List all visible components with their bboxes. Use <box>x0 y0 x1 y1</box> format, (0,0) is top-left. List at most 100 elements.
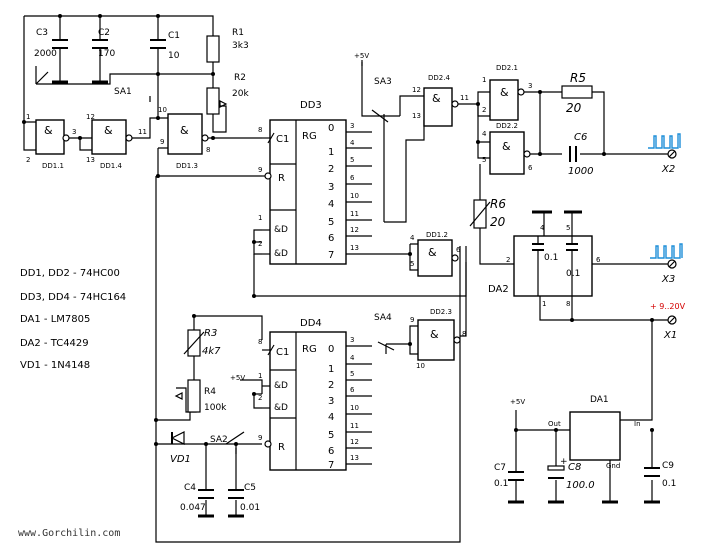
svg-text:&: & <box>502 140 511 153</box>
svg-text:7: 7 <box>328 250 334 261</box>
svg-text:9: 9 <box>410 316 414 324</box>
svg-text:11: 11 <box>350 422 359 430</box>
svg-text:9: 9 <box>258 434 262 442</box>
svg-text:2: 2 <box>258 240 262 248</box>
svg-text:R4: R4 <box>204 387 216 397</box>
svg-text:+5V: +5V <box>230 374 245 382</box>
svg-text:+5V: +5V <box>354 52 369 60</box>
dd4-register: DD4 RG C1 &D &D R 8 1 2 9 0 1 2 3 4 5 6 … <box>258 318 359 471</box>
svg-text:C4: C4 <box>184 483 196 493</box>
legend-line: DA2 - TC4429 <box>20 338 89 349</box>
watermark: www.Gorchilin.com <box>18 528 120 539</box>
svg-text:1: 1 <box>26 113 30 121</box>
svg-text:0.1: 0.1 <box>544 253 558 263</box>
svg-text:DA2: DA2 <box>488 284 509 295</box>
svg-text:7: 7 <box>328 460 334 471</box>
dd1-3: & 10 9 8 DD1.3 <box>158 106 210 170</box>
svg-text:DD1.1: DD1.1 <box>42 162 64 170</box>
svg-text:2: 2 <box>26 156 30 164</box>
svg-text:C8: C8 <box>568 462 581 473</box>
svg-text:6: 6 <box>596 256 601 264</box>
svg-text:5: 5 <box>410 260 414 268</box>
connector-x1: + 9..20V X1 <box>650 302 686 341</box>
svg-text:RG: RG <box>302 131 317 142</box>
svg-text:DD2.3: DD2.3 <box>430 308 452 316</box>
svg-text:SA1: SA1 <box>114 87 132 97</box>
svg-text:10: 10 <box>416 362 425 370</box>
svg-text:2000: 2000 <box>34 49 57 59</box>
dd3-output-pins: 3 4 5 6 10 11 12 13 <box>350 122 359 252</box>
svg-text:R6: R6 <box>490 197 506 211</box>
svg-text:3: 3 <box>328 182 334 193</box>
svg-text:R1: R1 <box>232 28 244 38</box>
svg-text:C3: C3 <box>36 28 48 38</box>
svg-text:2: 2 <box>506 256 510 264</box>
svg-text:8: 8 <box>258 126 262 134</box>
cap-c7: C7 0.1 <box>494 463 524 489</box>
dd4-output-digits: 0 1 2 3 4 5 6 7 <box>328 344 334 471</box>
svg-text:DD2.2: DD2.2 <box>496 122 518 130</box>
svg-text:6: 6 <box>328 233 334 244</box>
svg-text:4: 4 <box>410 234 415 242</box>
svg-text:R2: R2 <box>234 73 246 83</box>
svg-text:C1: C1 <box>276 347 289 358</box>
svg-text:4k7: 4k7 <box>202 346 221 357</box>
da2-driver: 4 5 2 6 1 8 0.1 0.1 DA2 <box>488 210 601 308</box>
svg-text:4: 4 <box>328 199 334 210</box>
svg-text:100.0: 100.0 <box>566 480 595 491</box>
switch-sa2: SA2 <box>210 431 245 454</box>
svg-text:DD2.4: DD2.4 <box>428 74 450 82</box>
svg-text:&: & <box>428 246 437 259</box>
svg-text:2: 2 <box>328 164 334 175</box>
junctions <box>22 14 654 446</box>
dd3-output-digits: 0 1 2 3 4 5 6 7 <box>328 123 334 261</box>
svg-text:1: 1 <box>482 76 486 84</box>
svg-text:11: 11 <box>350 210 359 218</box>
svg-text:0.1: 0.1 <box>662 479 676 489</box>
svg-text:R3: R3 <box>204 328 217 339</box>
svg-text:C2: C2 <box>98 28 110 38</box>
res-r3: R3 4k7 <box>183 328 221 357</box>
svg-text:C5: C5 <box>244 483 256 493</box>
svg-text:R: R <box>278 442 285 453</box>
svg-text:0.1: 0.1 <box>566 269 580 279</box>
dd3-register: DD3 RG C1 R &D &D 8 9 1 2 0 1 2 3 4 5 6 … <box>258 100 359 265</box>
dd1-4: & 12 13 11 DD1.4 <box>86 113 147 170</box>
cap-c9: C9 0.1 <box>644 461 676 489</box>
svg-text:8: 8 <box>258 338 262 346</box>
svg-text:1: 1 <box>258 372 262 380</box>
dd1-2: & DD1.2 4 5 6 <box>410 231 461 277</box>
svg-text:DD2.1: DD2.1 <box>496 64 518 72</box>
svg-text:100k: 100k <box>204 403 227 413</box>
res-r4: R4 100k <box>174 379 227 413</box>
switches: SA1 SA2 SA3 SA4 <box>35 71 395 454</box>
svg-text:3k3: 3k3 <box>232 41 249 51</box>
svg-text:&: & <box>104 124 113 137</box>
svg-text:1: 1 <box>258 214 262 222</box>
svg-text:12: 12 <box>350 438 359 446</box>
dd4-output-pins: 3 4 5 6 10 11 12 13 <box>350 336 359 462</box>
svg-text:13: 13 <box>350 244 359 252</box>
svg-text:10: 10 <box>350 404 359 412</box>
svg-text:1: 1 <box>328 364 334 375</box>
svg-text:0.01: 0.01 <box>240 503 260 513</box>
svg-text:DA1: DA1 <box>590 395 609 405</box>
svg-text:8: 8 <box>462 330 466 338</box>
da1-regulator: DA1 Out In Gnd <box>548 395 641 470</box>
svg-text:Out: Out <box>548 420 561 428</box>
svg-text:0.1: 0.1 <box>494 479 508 489</box>
svg-text:C7: C7 <box>494 463 506 473</box>
svg-text:2: 2 <box>482 106 486 114</box>
svg-text:2: 2 <box>328 380 334 391</box>
svg-text:5: 5 <box>328 430 334 441</box>
svg-text:0.047: 0.047 <box>180 503 206 513</box>
svg-text:4: 4 <box>482 130 487 138</box>
svg-text:Gnd: Gnd <box>606 462 620 470</box>
svg-text:C9: C9 <box>662 461 674 471</box>
svg-text:+: + <box>560 457 568 467</box>
